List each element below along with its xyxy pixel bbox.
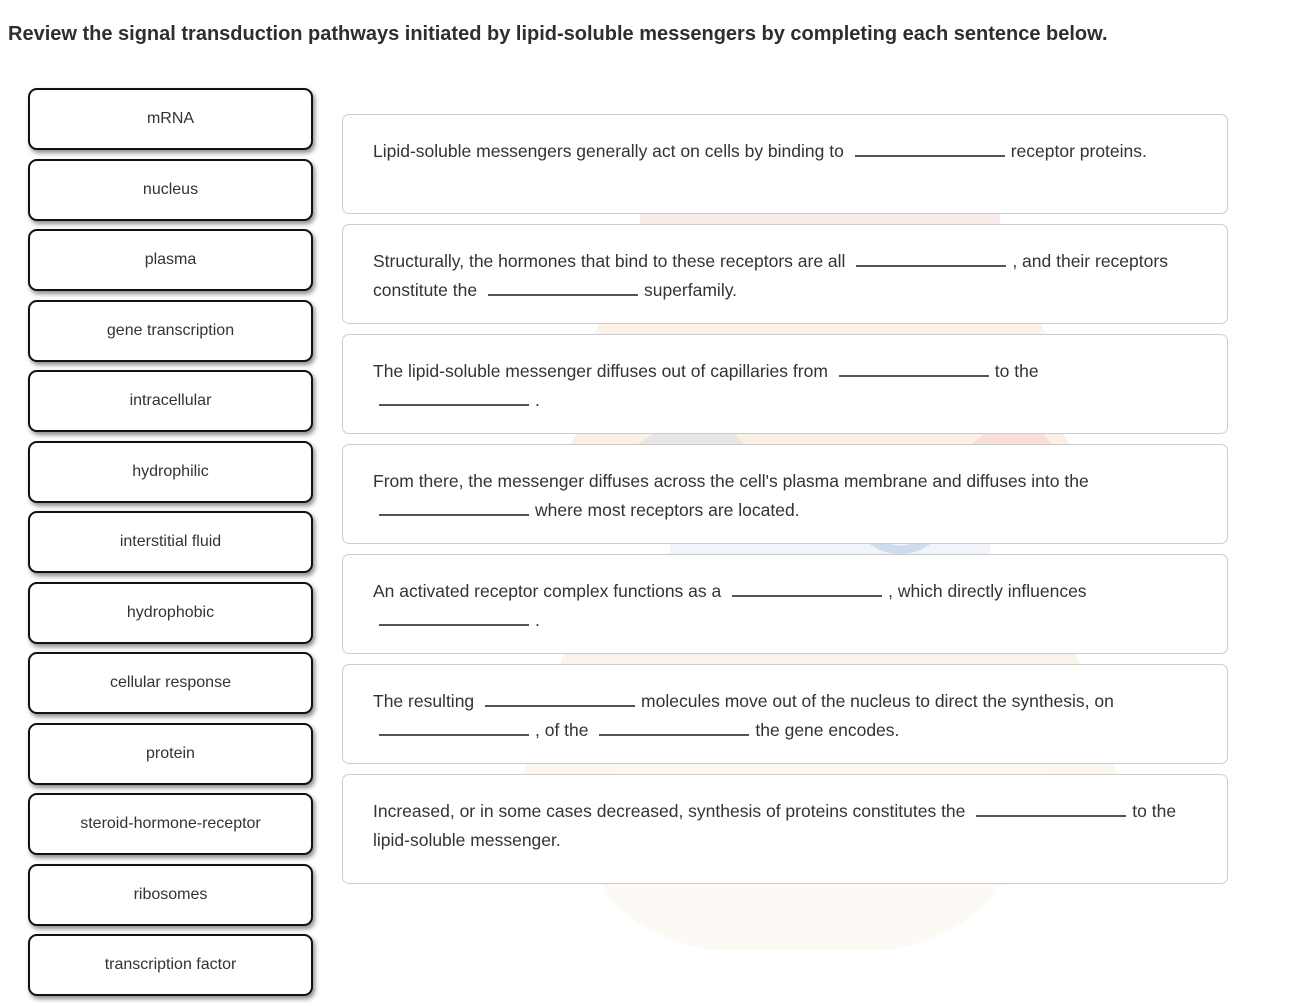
word-tile[interactable]: mRNA — [28, 88, 313, 150]
word-tile-label: steroid-hormone-receptor — [80, 815, 261, 832]
word-tile[interactable]: protein — [28, 722, 313, 785]
answer-blank[interactable] — [732, 578, 883, 597]
word-tile-label: protein — [146, 744, 195, 762]
word-tile-label: hydrophobic — [126, 603, 215, 621]
sentence-card[interactable]: Increased, or in some cases decreased, s… — [342, 774, 1228, 884]
word-tile[interactable]: interstitial fluid — [28, 511, 313, 573]
sentence-fragment: Structurally, the hormones that bind to … — [373, 251, 846, 271]
sentence-text: Structurally, the hormones that bind to … — [373, 247, 1197, 305]
sentence-fragment: the gene encodes. — [755, 720, 900, 740]
word-tile[interactable]: hydrophobic — [28, 581, 313, 644]
word-tile-label: gene transcription — [106, 321, 235, 339]
sentence-fragment: to the — [994, 361, 1039, 381]
word-tile-label: hydrophilic — [132, 462, 209, 480]
sentence-text: The lipid-soluble messenger diffuses out… — [373, 357, 1197, 415]
sentence-text: An activated receptor complex functions … — [373, 577, 1197, 635]
answer-blank[interactable] — [379, 717, 529, 736]
sentence-card[interactable]: The lipid-soluble messenger diffuses out… — [342, 334, 1228, 434]
answer-blank[interactable] — [487, 277, 638, 296]
sentence-fragment: The resulting — [373, 691, 475, 711]
answer-blank[interactable] — [485, 688, 636, 707]
answer-blank[interactable] — [856, 248, 1007, 267]
page-title: Review the signal transduction pathways … — [8, 23, 1108, 46]
answer-blank[interactable] — [379, 497, 529, 516]
word-bank-panel: mRNA nucleus plasma gene transcription intra… — [28, 88, 313, 1005]
sentence-fragment: Increased, or in some cases decreased, s… — [373, 801, 966, 821]
sentence-fragment: Lipid-soluble messengers generally act o… — [373, 141, 844, 161]
word-tile-label: nucleus — [142, 180, 199, 198]
word-tile-label: plasma — [144, 251, 197, 268]
sentence-fragment: From there, the messenger diffuses acros… — [373, 471, 1089, 491]
sentence-fragment: where most receptors are located. — [535, 500, 800, 520]
word-tile[interactable]: gene transcription — [28, 299, 313, 362]
sentence-card[interactable]: An activated receptor complex functions … — [342, 554, 1228, 654]
answer-blank[interactable] — [379, 607, 529, 626]
answer-blank[interactable] — [854, 138, 1005, 157]
word-tile[interactable]: hydrophilic — [28, 440, 313, 503]
sentence-fragment: , of the — [535, 720, 589, 740]
word-tile[interactable]: nucleus — [28, 158, 313, 221]
word-tile[interactable]: intracellular — [28, 370, 313, 432]
word-tile[interactable]: transcription factor — [28, 934, 313, 996]
sentence-text: From there, the messenger diffuses acros… — [373, 467, 1197, 525]
sentence-fragment: to the lipid-soluble messenger. — [373, 801, 1177, 850]
word-tile-label: transcription factor — [104, 956, 237, 973]
sentence-fragment: , and their receptors constitute the — [373, 251, 1168, 300]
sentence-fragment: . — [535, 610, 540, 630]
sentence-text: Increased, or in some cases decreased, s… — [373, 797, 1197, 855]
word-tile[interactable]: steroid-hormone-receptor — [28, 793, 313, 855]
sentence-fragment: molecules move out of the nucleus to dir… — [641, 691, 1114, 711]
word-tile[interactable]: ribosomes — [28, 863, 313, 926]
word-tile-label: interstitial fluid — [119, 533, 222, 550]
sentence-fragment: The lipid-soluble messenger diffuses out… — [373, 361, 828, 381]
sentence-card[interactable]: Lipid-soluble messengers generally act o… — [342, 114, 1228, 214]
word-tile[interactable]: cellular response — [28, 652, 313, 714]
sentence-fragment: receptor proteins. — [1010, 141, 1147, 161]
answer-blank[interactable] — [838, 358, 989, 377]
sentence-fragment: , which directly influences — [888, 581, 1087, 601]
word-tile[interactable]: plasma — [28, 229, 313, 291]
sentence-card[interactable]: From there, the messenger diffuses acros… — [342, 444, 1228, 544]
sentence-card[interactable]: Structurally, the hormones that bind to … — [342, 224, 1228, 324]
sentence-fragment: . — [535, 390, 540, 410]
word-tile-label: cellular response — [110, 674, 231, 691]
sentence-text: The resulting molecules move out of the … — [373, 687, 1197, 745]
word-tile-label: ribosomes — [133, 885, 208, 903]
word-tile-label: mRNA — [146, 110, 195, 127]
sentence-text: Lipid-soluble messengers generally act o… — [373, 137, 1197, 166]
sentence-card[interactable]: The resulting molecules move out of the … — [342, 664, 1228, 764]
word-tile-label: intracellular — [129, 392, 212, 409]
answer-blank[interactable] — [599, 717, 750, 736]
answer-blank[interactable] — [379, 387, 529, 406]
sentence-list: Lipid-soluble messengers generally act o… — [342, 114, 1228, 894]
answer-blank[interactable] — [976, 798, 1127, 817]
sentence-fragment: An activated receptor complex functions … — [373, 581, 722, 601]
sentence-fragment: superfamily. — [643, 280, 738, 300]
